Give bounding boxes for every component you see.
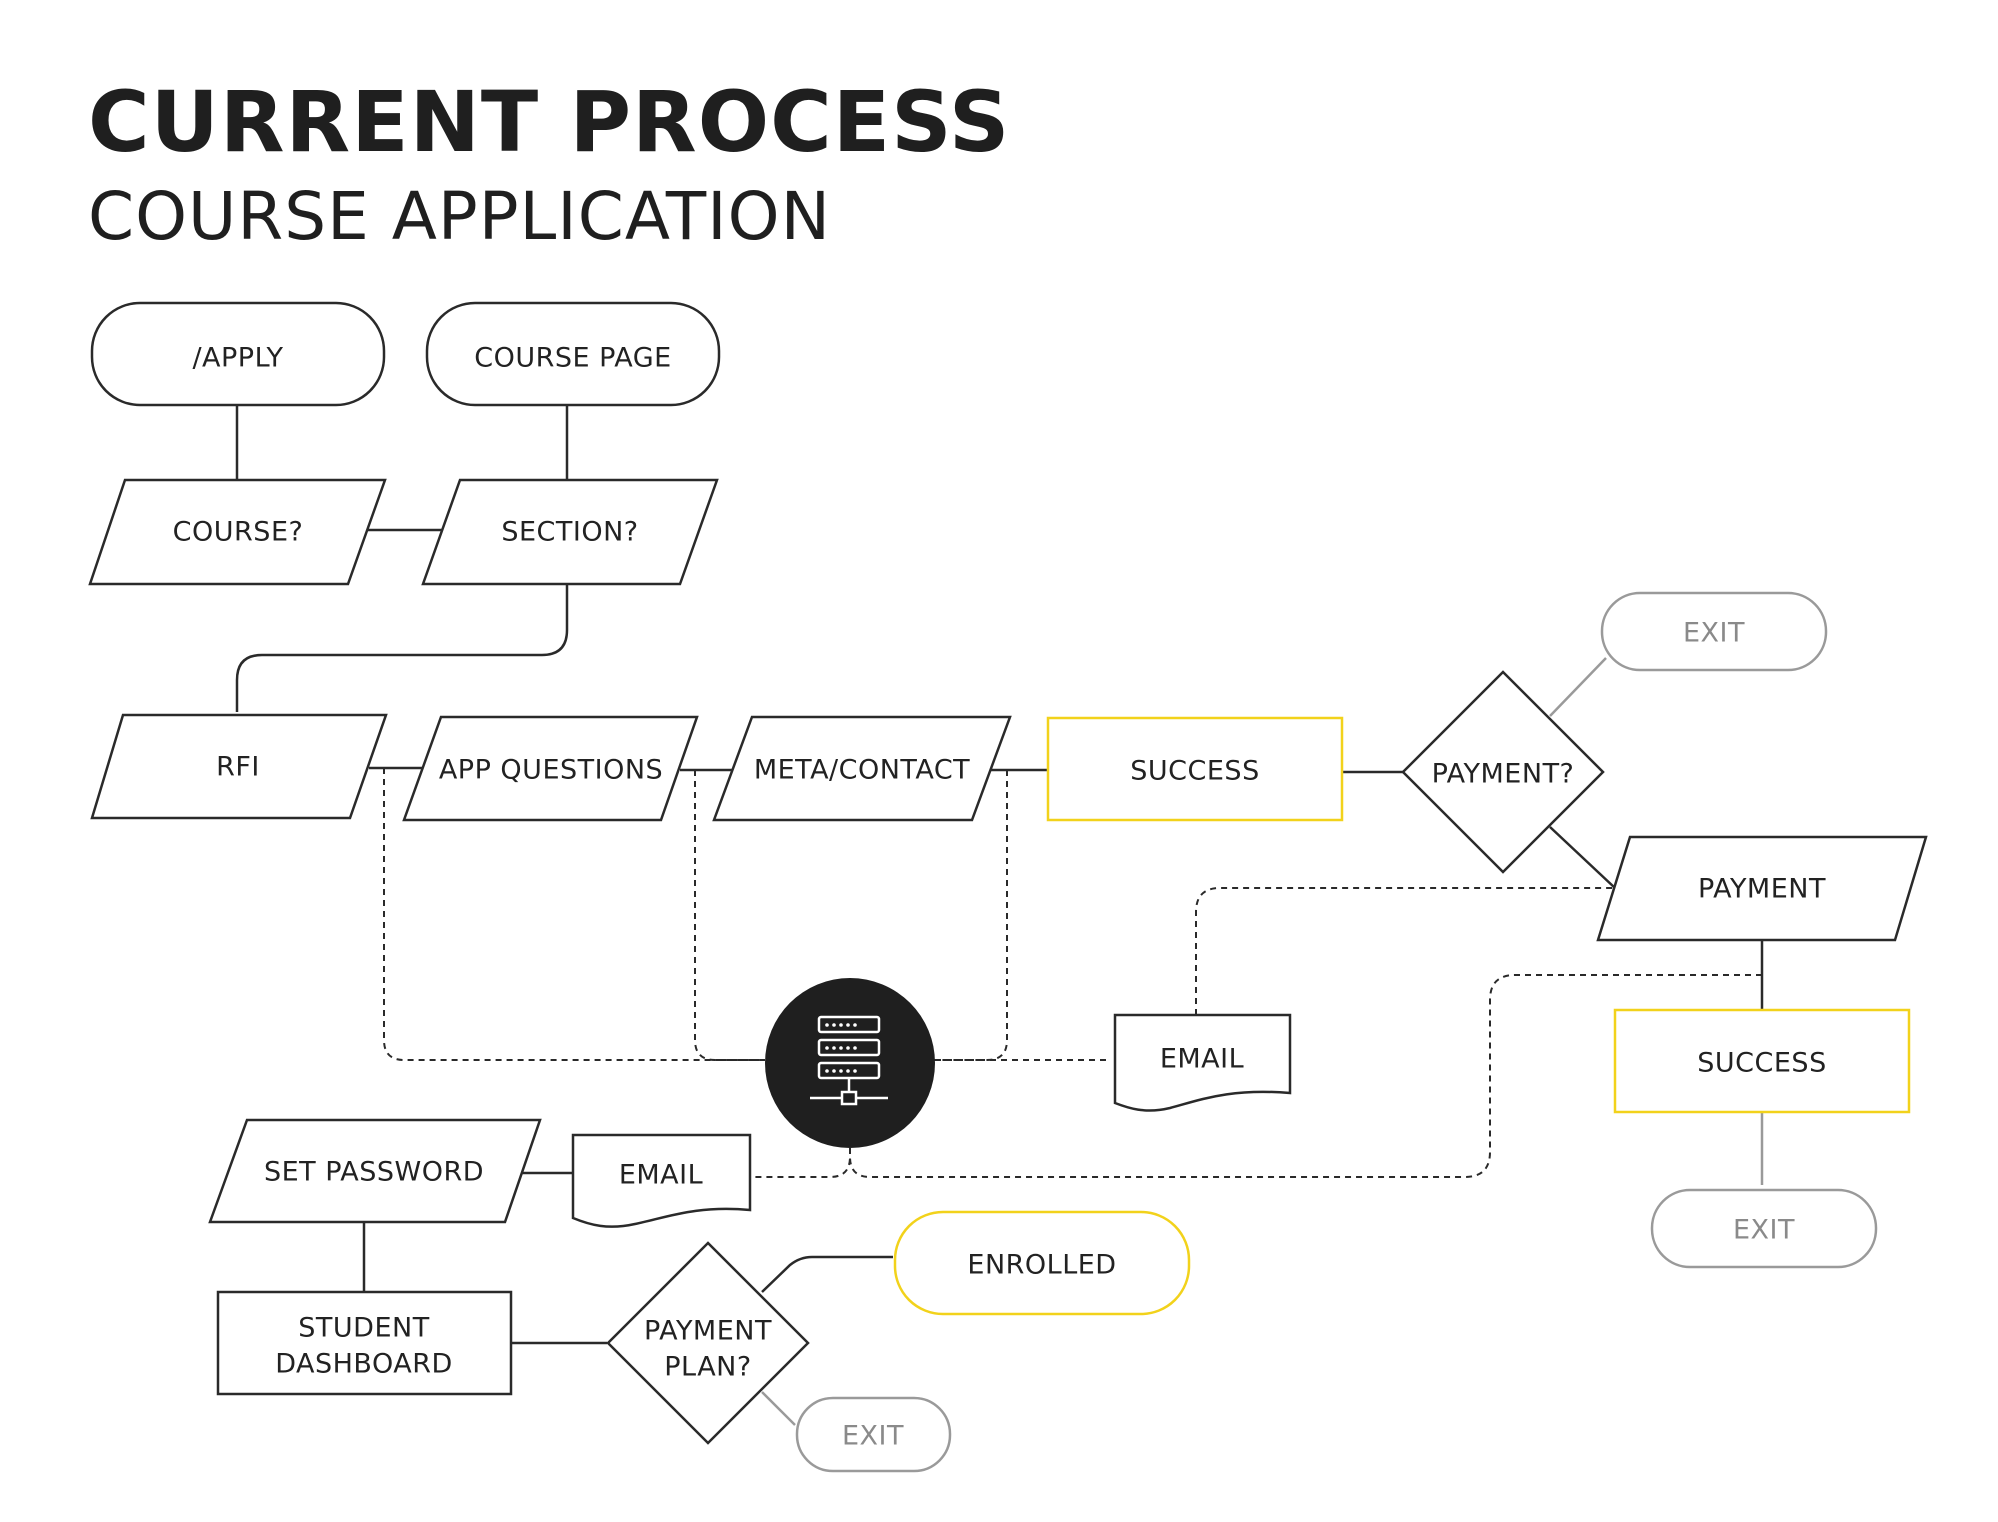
course-question-input [88,478,387,586]
dash-email1-payment [1195,887,1615,1015]
set-password-label: SET PASSWORD [264,1157,484,1188]
dash-appq-server [694,770,765,1061]
dash-server-email2 [750,1148,851,1178]
connector-paymentq-exit [1549,657,1607,717]
success-label-2: SUCCESS [1697,1048,1826,1079]
student-dashboard-box [216,1290,513,1396]
payment-plan-decision [606,1241,810,1445]
student-dashboard-label-line1: STUDENT [298,1313,429,1344]
enrolled-label: ENROLLED [967,1250,1116,1281]
dash-rfi-server [383,768,765,1061]
dash-meta-server [930,770,1008,1061]
apply-terminator [90,301,386,407]
email-document-2 [571,1133,752,1228]
success-label-1: SUCCESS [1130,756,1259,787]
payment-label: PAYMENT [1698,874,1826,905]
exit-terminator-1 [1600,591,1828,672]
rfi-label: RFI [216,752,260,783]
meta-contact-label: META/CONTACT [754,755,970,786]
app-questions-input [402,715,699,822]
rfi-input [90,713,388,820]
server-icon [810,1015,888,1106]
exit-terminator-3 [795,1396,952,1473]
student-dashboard-label-line2: DASHBOARD [275,1349,453,1380]
course-page-label: COURSE PAGE [474,343,671,374]
section-question-label: SECTION? [501,517,638,548]
set-password-input [208,1118,542,1224]
exit-label-3: EXIT [842,1421,904,1452]
success-box-1 [1046,716,1344,822]
enrolled-terminator [893,1210,1191,1316]
connector-section-rfi [235,582,569,712]
email-label-1: EMAIL [1160,1044,1244,1075]
payment-plan-label-line2: PLAN? [664,1352,751,1383]
exit-label-1: EXIT [1683,618,1745,649]
page-title: CURRENT PROCESS [88,73,1011,171]
payment-decision [1401,670,1605,874]
course-question-label: COURSE? [173,517,304,548]
connector-paymentplan-exit [761,1391,796,1426]
dash-payment-server [849,974,1762,1178]
page-subtitle: COURSE APPLICATION [88,178,831,255]
section-question-input [421,478,719,586]
payment-decision-label: PAYMENT? [1432,759,1575,790]
app-questions-label: APP QUESTIONS [439,755,663,786]
connector-paymentq-payment [1549,826,1616,889]
email-label-2: EMAIL [619,1160,703,1191]
apply-label: /APPLY [192,343,283,374]
exit-terminator-2 [1650,1188,1878,1269]
payment-plan-label-line1: PAYMENT [644,1316,772,1347]
success-box-2 [1613,1008,1911,1114]
connector-paymentplan-enrolled [761,1255,893,1293]
email-document-1 [1113,1013,1292,1112]
payment-input [1596,835,1928,942]
course-page-terminator [425,301,721,407]
meta-contact-input [712,715,1012,822]
exit-label-2: EXIT [1733,1215,1795,1246]
